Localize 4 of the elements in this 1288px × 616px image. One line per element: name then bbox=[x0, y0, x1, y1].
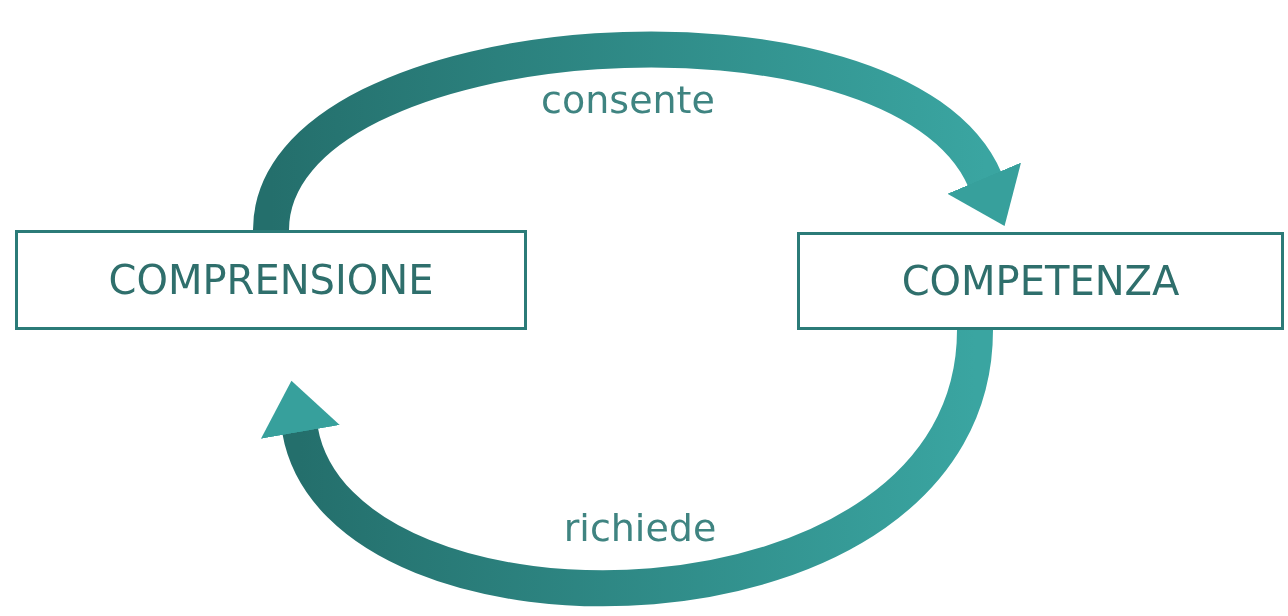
concept-box bbox=[15, 230, 527, 330]
concept-label: COMPRENSIONE bbox=[108, 257, 434, 303]
concept-label: COMPETENZA bbox=[901, 258, 1180, 304]
concept-box bbox=[797, 232, 1284, 330]
